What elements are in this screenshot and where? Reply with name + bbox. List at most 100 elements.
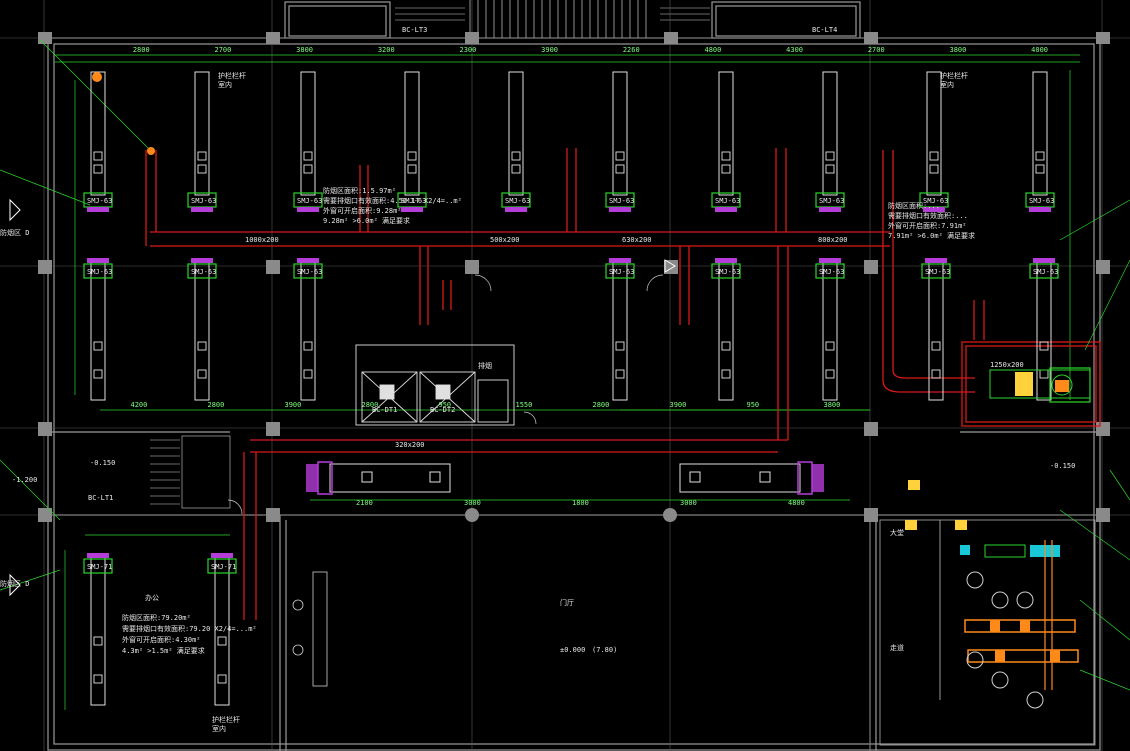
label-zone-left: 防烟区 D [0,228,29,237]
svg-text:防烟区面积:...: 防烟区面积:... [888,201,940,210]
label-exhaust-note: 排烟 [478,361,492,370]
fan-coil-unit: SMJ-63 [815,258,845,401]
unit-model-label: SMJ-63 [923,197,948,205]
svg-text:外窗可开启面积:9.28m²: 外窗可开启面积:9.28m² [323,206,402,215]
unit-model-label: SMJ-63 [401,197,426,205]
fan-coil-unit: SMJ-63 [605,258,635,401]
dimension-value: 3900 [541,46,558,54]
svg-text:防烟区面积:1.5.97m²: 防烟区面积:1.5.97m² [323,186,396,195]
dimension-value: 4200 [131,401,148,409]
dimension-value: 2800 [133,46,150,54]
elevator-core [355,344,515,426]
duct-label-5: 320x200 [395,441,425,449]
dimension-value: 950 [439,401,452,409]
fan-coil-unit: SMJ-63 [293,258,323,401]
duct-label-4: 800x200 [818,236,848,244]
note-right-top: 护栏栏杆室内 [940,71,968,89]
smoke-notes-left: 防烟区面积:79.20m² 需要排烟口有效面积:79.20 X2/4=...m²… [122,613,257,655]
unit-model-label: SMJ-63 [715,197,740,205]
fan-coil-unit: SMJ-63 [187,71,217,212]
smoke-notes-right: 防烟区面积:... 需要排烟口有效面积:... 外窗可开启面积:7.91m² 7… [888,201,975,240]
unit-model-label: SMJ-63 [87,197,112,205]
dimension-value: 950 [747,401,760,409]
fan-coil-unit: SMJ-63 [711,258,741,401]
dimension-value: 3000 [680,499,697,507]
air-handling-unit [989,367,1091,403]
fan-coil-unit: SMJ-63 [1025,71,1055,212]
label-elev-right: -0.150 [1050,462,1075,470]
dimension-value: 2700 [215,46,232,54]
fan-coil-unit: SMJ-63 [501,71,531,212]
label-elev-left: -0.150 [90,459,115,467]
entrance-feature [292,571,328,687]
fan-coil-unit: SMJ-63 [83,258,113,401]
dimension-value: 4800 [788,499,805,507]
label-stair-top-right: BC-LT4 [812,26,837,34]
svg-text:外窗可开启面积:4.30m²: 外窗可开启面积:4.30m² [122,635,201,644]
fan-coil-units-top-row: SMJ-63 SMJ-63 SMJ-63 SMJ-63 SMJ-63 SMJ-63 SMJ-… [83,71,1055,212]
unit-model-label: SMJ-63 [297,197,322,205]
unit-model-label: SMJ-63 [191,197,216,205]
unit-model-label: SMJ-63 [297,268,322,276]
fan-coil-unit: SMJ-63 [187,258,217,401]
label-elev-mid: ±0.000 [560,646,585,654]
dimension-value: 2700 [868,46,885,54]
label-zone-left-low: 防烟区 D [0,579,29,588]
label-elevator-2: BC-DT2 [430,406,455,414]
svg-text:需要排烟口有效面积:79.20 X2/4=...m²: 需要排烟口有效面积:79.20 X2/4=...m² [122,624,257,633]
fan-coil-unit: SMJ-63 [293,71,323,212]
dimension-value: 3200 [378,46,395,54]
zone-marker-top-left [9,72,676,597]
fan-coil-unit: SMJ-63 [919,71,949,212]
fan-coil-unit: SMJ-71 [83,553,113,706]
svg-text:外窗可开启面积:7.91m²: 外窗可开启面积:7.91m² [888,221,967,230]
fan-coil-unit: SMJ-63 [921,258,951,401]
unit-model-label: SMJ-63 [191,268,216,276]
dimension-value: 1800 [572,499,589,507]
dimension-value: 3800 [296,46,313,54]
dimension-value: 2300 [460,46,477,54]
label-room-right-bottom: 走道 [890,643,904,652]
label-room-right-top: 大堂 [890,528,904,537]
svg-text:4.3m² >1.5m² 满足要求: 4.3m² >1.5m² 满足要求 [122,646,205,655]
dimension-value: 3000 [464,499,481,507]
stair-top-center [469,0,647,38]
label-level-note: (7.80) [592,646,617,654]
fan-coil-units-mid-row: SMJ-63 SMJ-63 SMJ-63 SMJ-63 SMJ-63 SMJ-63 SMJ-… [83,258,1059,401]
duct-label-2: 500x200 [490,236,520,244]
dimension-value: 4300 [786,46,803,54]
unit-model-label: SMJ-63 [87,268,112,276]
dimension-value: 3800 [950,46,967,54]
unit-model-label: SMJ-63 [609,268,634,276]
label-stair-left: BC-LT1 [88,494,113,502]
horizontal-unit-left [306,461,451,495]
label-door-mid: 门厅 [560,598,574,607]
duct-label-6: 1250x200 [990,361,1024,369]
label-room-corner: 办公 [145,593,159,602]
dimension-value: 4000 [1031,46,1048,54]
unit-model-label: SMJ-63 [1033,268,1058,276]
dimension-value: 2800 [208,401,225,409]
dimension-value: 3800 [824,401,841,409]
horizontal-unit-right [679,461,824,495]
duct-label-3: 630x200 [622,236,652,244]
svg-text:需要排烟口有效面积:...: 需要排烟口有效面积:... [888,211,968,220]
unit-model-label: SMJ-63 [925,268,950,276]
label-elevator-1: BC-DT1 [372,406,397,414]
dimension-value: 3900 [285,401,302,409]
unit-model-label: SMJ-63 [1029,197,1054,205]
structural-columns [38,32,1110,522]
unit-model-label: SMJ-63 [505,197,530,205]
dimension-value: 2800 [362,401,379,409]
stair-left [150,435,231,509]
dimension-value: 3900 [670,401,687,409]
stair-top-left-treads [395,7,710,21]
svg-text:9.28m² >6.0m² 满足要求: 9.28m² >6.0m² 满足要求 [323,216,410,225]
unit-model-label: SMJ-71 [87,563,112,571]
